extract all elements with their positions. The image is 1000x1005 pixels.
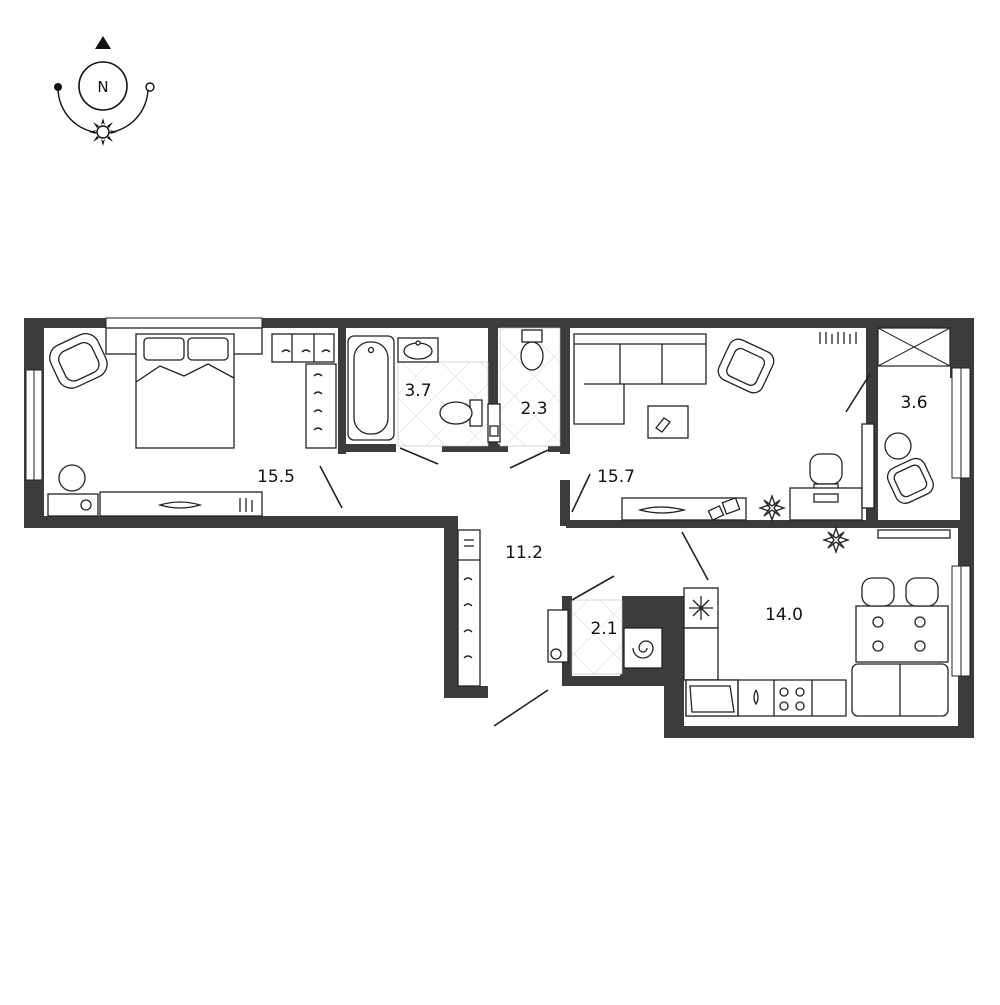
laundry-fixtures [547,609,663,669]
doors [319,373,871,727]
bedroom-area-label: 15.5 [257,467,295,487]
north-arrow-icon [95,36,111,49]
tv-icon [637,506,687,514]
kitchen-door [681,531,709,581]
living-room-furniture [573,332,863,523]
toilet-door [509,449,549,469]
toilet-area-label: 2.3 [520,399,547,419]
box-icon [721,497,741,515]
plates-icon [872,616,926,652]
armchair-icon [49,333,108,389]
wardrobe-icon [271,333,337,449]
laundry-door [571,575,615,601]
compass-ring [78,61,128,111]
sun-icon [89,118,117,146]
corner-sofa-icon [573,333,707,425]
balcony-door [845,373,871,413]
bedroom-door [319,465,343,509]
hallway-wardrobe-icon [457,529,481,687]
kitchen-area-label: 14.0 [765,605,803,625]
corner-sink-icon [689,685,735,713]
snowflake-icon [689,596,713,620]
sunset-dot-icon [145,82,155,92]
desk-icon [789,487,863,521]
dining-chair-icon [861,577,939,607]
compass: N [54,36,155,146]
tv-icon [157,501,203,509]
laundry-tiles [571,599,623,675]
hallway-furniture [457,529,481,687]
kitchen-furniture [683,525,951,717]
hallway-area-label: 11.2 [505,543,543,563]
balcony-shelf-icon [861,423,875,509]
toilet-icon [439,399,483,427]
toilet-wc-icon [520,329,544,371]
living-room-door [571,473,591,513]
entrance-door [493,689,549,727]
armchair-icon [717,338,775,394]
compass-letter: N [97,78,108,96]
hanger-icon [463,577,473,659]
bookshelf-icon [819,332,857,344]
cooktop-icon [779,687,805,711]
laptop-icon [813,493,839,503]
shoes-icon [464,539,474,547]
area-labels: 15.5 3.7 2.3 15.7 3.6 11.2 2.1 14.0 [257,381,927,639]
washing-machine-icon [487,403,501,443]
double-bed-icon [105,327,263,449]
bathroom-area-label: 3.7 [404,381,431,401]
plant-icon [821,525,851,555]
sink-icon [397,337,439,363]
bedroom-furniture [47,327,337,517]
desk-chair-icon [809,453,843,491]
round-rug-icon [58,464,86,492]
bathroom-door [399,447,439,465]
spiral-icon [632,640,654,659]
balcony-area-label: 3.6 [900,393,927,413]
plant-icon [757,493,787,523]
bathtub-icon [347,335,395,441]
laundry-shelf-icon [547,609,569,663]
remote-icon [707,505,725,521]
books-icon [239,498,253,512]
dining-table-icon [855,605,949,663]
dishwasher-drop-icon [753,689,759,706]
tablet-icon [655,417,671,433]
living-room-area-label: 15.7 [597,467,635,487]
sunrise-dot-icon [54,83,62,91]
mop-icon [550,648,562,660]
lamp-icon [80,499,92,511]
boiler-icon [623,627,663,669]
sofa-icon [851,663,949,717]
armchair-icon [886,457,934,504]
kitchen-cabinet-icon [683,627,719,681]
wall-shelf-icon [877,529,951,539]
balcony-furniture [861,423,934,509]
round-table-icon [884,432,912,460]
windows [25,317,971,677]
bathroom-fixtures [347,329,544,443]
laundry-area-label: 2.1 [590,619,617,639]
